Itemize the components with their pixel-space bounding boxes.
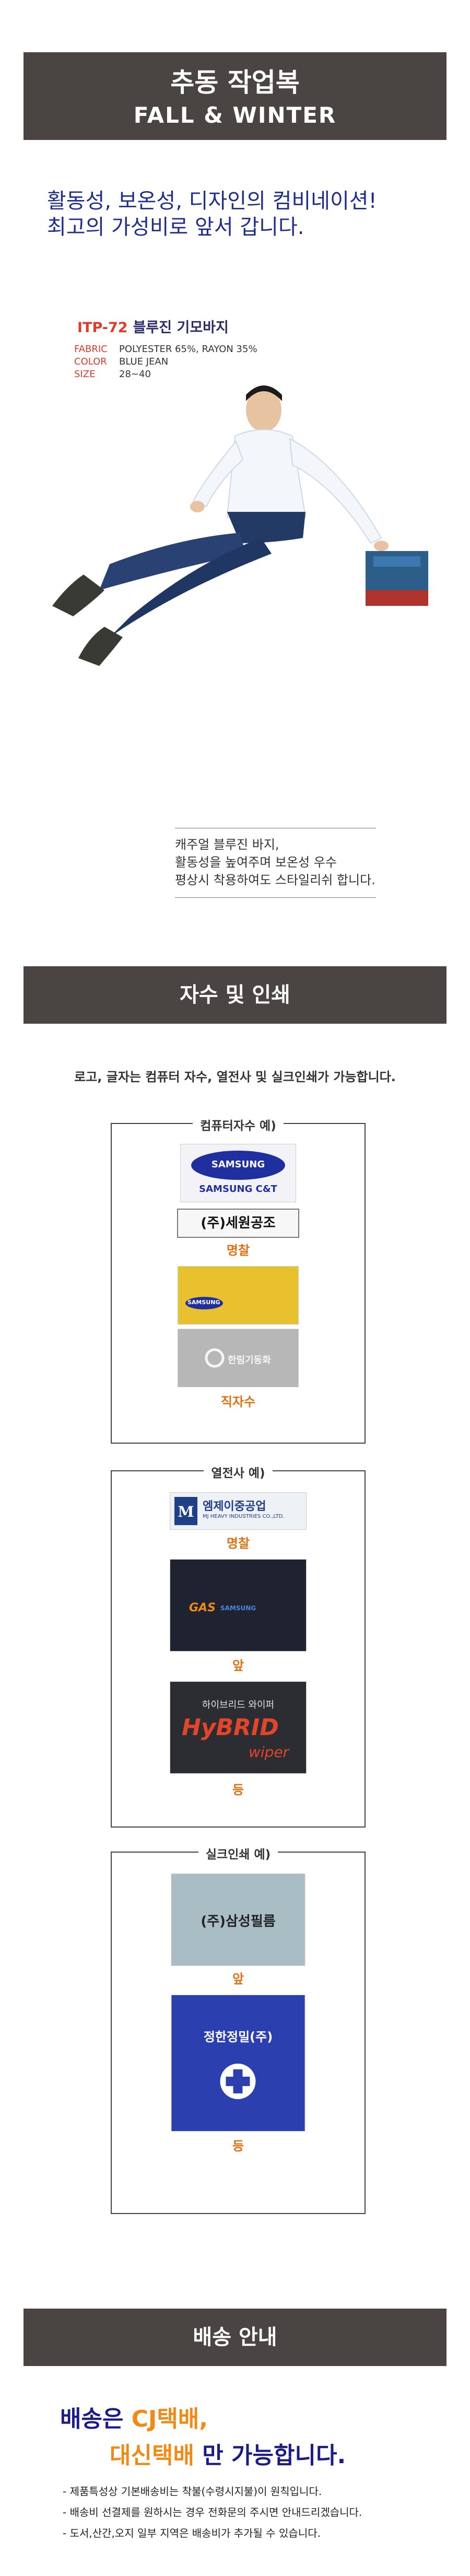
spec-key: COLOR bbox=[74, 356, 107, 367]
sample-label: 등 bbox=[232, 1783, 244, 1797]
tagline: 활동성, 보온성, 디자인의 컴비네이션! 최고의 가성비로 앞서 갑니다. bbox=[47, 188, 444, 240]
caption-line: 캐주얼 블루진 바지, bbox=[175, 837, 279, 852]
m-logo-icon: M bbox=[174, 1497, 197, 1525]
sample-yellow: SAMSUNG bbox=[178, 1266, 299, 1325]
product-code: ITP-72 bbox=[77, 320, 128, 336]
spec-row: SIZE 28~40 bbox=[74, 368, 257, 381]
sample-mj-heavy: M 엠제이중공업 MJ HEAVY INDUSTRIES CO.,LTD. bbox=[170, 1492, 307, 1530]
sample-hybrid-back: 하이브리드 와이퍼 HyBRID wiper bbox=[170, 1681, 307, 1774]
sample-samsung-ct: SAMSUNG SAMSUNG C&T bbox=[180, 1144, 296, 1202]
box-title: 열전사 예) bbox=[112, 1463, 365, 1481]
box-title: 실크인쇄 예) bbox=[112, 1844, 365, 1862]
sample-vest-back: 정한정밀(주) bbox=[171, 1995, 306, 2132]
silk-print-box: 실크인쇄 예) (주)삼성필름 앞 정한정밀(주) 등 bbox=[111, 1848, 366, 2214]
caption-line: 평상시 착용하여도 스타일리쉬 합니다. bbox=[175, 873, 375, 887]
sample-label: 등 bbox=[232, 2139, 244, 2153]
product-name: 블루진 기모바지 bbox=[133, 320, 229, 336]
spec-value: 28~40 bbox=[119, 369, 151, 380]
sample-samsung-film-front: (주)삼성필름 bbox=[171, 1874, 306, 1966]
spec-key: FABRIC bbox=[74, 344, 108, 355]
print-note: 로고, 글자는 컴퓨터 자수, 열전사 및 실크인쇄가 가능합니다. bbox=[74, 1070, 396, 1084]
shipping-headline-2: 대신택배 만 가능합니다. bbox=[110, 2442, 346, 2469]
shipping-note: - 배송비 선결제를 원하시는 경우 전화문의 주시면 안내드리겠습니다. bbox=[63, 2506, 362, 2519]
shipping-section-title: 배송 안내 bbox=[24, 2309, 446, 2366]
tagline-line-1: 활동성, 보온성, 디자인의 컴비네이션! bbox=[47, 189, 377, 213]
spec-row: COLOR BLUE JEAN bbox=[74, 356, 257, 368]
shipping-note: - 제품특성상 기본배송비는 착불(수령시지불)이 원칙입니다. bbox=[63, 2485, 322, 2498]
sample-label: 명찰 bbox=[226, 1536, 250, 1551]
tagline-line-2: 최고의 가성비로 앞서 갑니다. bbox=[47, 215, 304, 239]
embroidery-box: 컴퓨터자수 예) SAMSUNG SAMSUNG C&T (주)세원공조 명찰 … bbox=[111, 1119, 366, 1444]
shipping-note: - 도서,산간,오지 일부 지역은 배송비가 추가될 수 있습니다. bbox=[63, 2527, 321, 2539]
product-title: ITP-72 블루진 기모바지 bbox=[77, 316, 229, 336]
spec-row: FABRIC POLYESTER 65%, RAYON 35% bbox=[74, 343, 257, 356]
cross-badge-icon bbox=[220, 2064, 256, 2099]
box-title: 컴퓨터자수 예) bbox=[112, 1116, 365, 1133]
spec-key: SIZE bbox=[74, 369, 96, 380]
shipping-headline-1: 배송은 CJ택배, bbox=[60, 2406, 208, 2432]
heat-transfer-box: 열전사 예) M 엠제이중공업 MJ HEAVY INDUSTRIES CO.,… bbox=[111, 1467, 366, 1828]
svg-text:M: M bbox=[178, 1503, 194, 1520]
sample-gas-front: GAS SAMSUNG bbox=[170, 1559, 307, 1652]
samsung-logo-icon bbox=[191, 1151, 285, 1180]
sample-sewon: (주)세원공조 bbox=[177, 1209, 299, 1238]
shipping-notes: - 제품특성상 기본배송비는 착불(수령시지불)이 원칙입니다. - 배송비 선… bbox=[63, 2481, 362, 2544]
sample-label: 직자수 bbox=[220, 1395, 256, 1409]
sample-label: 명찰 bbox=[226, 1243, 250, 1258]
season-banner: 추동 작업복 FALL & WINTER bbox=[24, 52, 446, 140]
sample-gray: 한림기동화 bbox=[178, 1329, 299, 1387]
product-caption: 캐주얼 블루진 바지, 활동성을 높여주며 보온성 우수 평상시 착용하여도 스… bbox=[175, 836, 376, 889]
spec-list: FABRIC POLYESTER 65%, RAYON 35% COLOR BLUE… bbox=[74, 343, 257, 381]
product-photo bbox=[52, 385, 428, 666]
banner-title: 추동 작업복 bbox=[170, 67, 300, 98]
caption-line: 활동성을 높여주며 보온성 우수 bbox=[175, 855, 337, 870]
spec-value: POLYESTER 65%, RAYON 35% bbox=[119, 344, 257, 355]
logo-mark-icon bbox=[205, 1348, 225, 1368]
print-section-title: 자수 및 인쇄 bbox=[24, 966, 446, 1024]
banner-subtitle: FALL & WINTER bbox=[133, 102, 337, 128]
spec-value: BLUE JEAN bbox=[119, 356, 169, 367]
samsung-logo-icon bbox=[185, 1297, 223, 1309]
sample-label: 앞 bbox=[232, 1658, 244, 1673]
caption-rule-bottom bbox=[175, 897, 376, 898]
sample-label: 앞 bbox=[232, 1972, 244, 1986]
